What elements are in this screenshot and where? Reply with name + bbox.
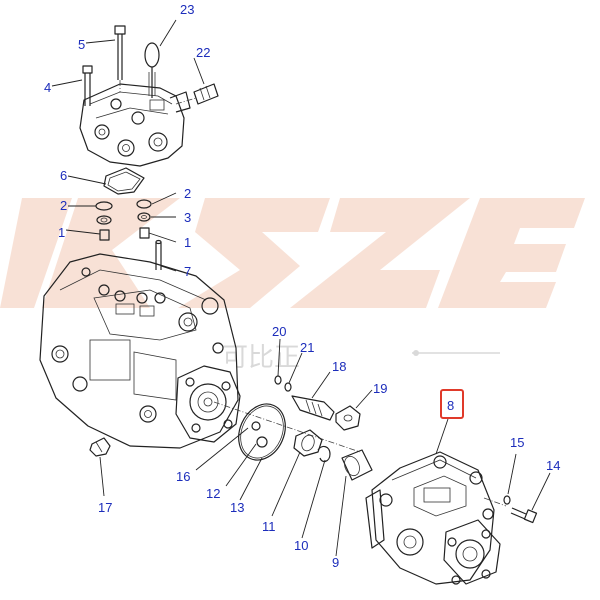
- callout-label-3: 3: [184, 210, 191, 225]
- callout-label-2a: 2: [60, 198, 67, 213]
- callout-label-14: 14: [546, 458, 560, 473]
- callout-label-16: 16: [176, 469, 190, 484]
- callout-label-22: 22: [196, 45, 210, 60]
- bearing-parts: [293, 429, 373, 481]
- callout-label-17: 17: [98, 500, 112, 515]
- callout-label-1b: 1: [184, 235, 191, 250]
- callout-label-10: 10: [294, 538, 308, 553]
- leader-lines: [51, 19, 551, 557]
- callout-label-12: 12: [206, 486, 220, 501]
- gear-pump-part-8: [365, 451, 501, 585]
- callout-label-1a: 1: [58, 225, 65, 240]
- callout-label-9: 9: [332, 555, 339, 570]
- valve-block-assembly: [79, 25, 219, 167]
- shaft-parts: [274, 375, 361, 431]
- callout-label-21: 21: [300, 340, 314, 355]
- main-pump-housing: [39, 253, 361, 453]
- callout-label-6: 6: [60, 168, 67, 183]
- watermark-chinese-text: 可比正: [222, 343, 300, 373]
- callout-label-5: 5: [78, 37, 85, 52]
- callout-label-2b: 2: [184, 186, 191, 201]
- callout-label-15: 15: [510, 435, 524, 450]
- callout-label-18: 18: [332, 359, 346, 374]
- callout-label-19: 19: [373, 381, 387, 396]
- callout-label-11: 11: [262, 519, 276, 534]
- plug-part-17: [89, 437, 111, 457]
- callout-label-4: 4: [44, 80, 51, 95]
- callout-label-8: 8: [447, 398, 454, 413]
- callout-label-20: 20: [272, 324, 286, 339]
- callout-label-7: 7: [184, 264, 191, 279]
- bolt-parts: [483, 495, 538, 524]
- watermark-logo: 可比正: [0, 198, 585, 373]
- highlight-box-part-8: [440, 389, 464, 419]
- callout-label-13: 13: [230, 500, 244, 515]
- gasket-parts: [238, 403, 286, 461]
- callout-label-23: 23: [180, 2, 194, 17]
